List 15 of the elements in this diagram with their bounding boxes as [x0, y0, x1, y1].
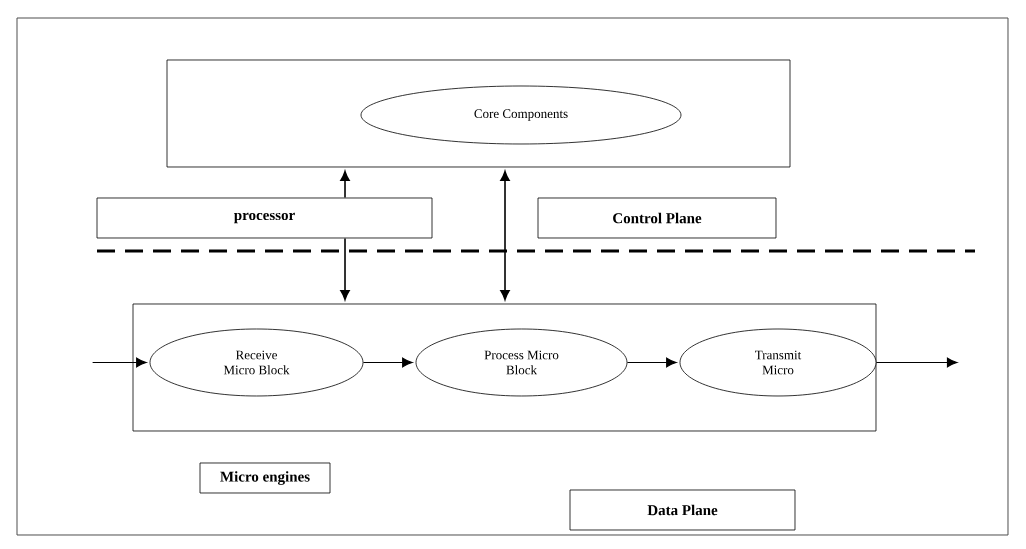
- ellipse-node: Transmit Micro: [679, 328, 877, 397]
- arrow: [362, 357, 413, 368]
- arrow: [92, 357, 147, 368]
- arrow: [875, 357, 958, 368]
- arrow: [626, 357, 677, 368]
- ellipse-node: Receive Micro Block: [149, 328, 364, 397]
- arrow: [500, 170, 510, 301]
- ellipse-node: Core Components: [360, 85, 682, 145]
- label-box: Control Plane: [537, 197, 777, 239]
- label-box: Data Plane: [569, 489, 796, 531]
- arrow: [340, 170, 350, 199]
- label-box: Micro engines: [199, 462, 331, 494]
- arrow: [340, 237, 350, 301]
- ellipse-node: Process Micro Block: [415, 328, 628, 397]
- label-box: processor: [96, 197, 433, 239]
